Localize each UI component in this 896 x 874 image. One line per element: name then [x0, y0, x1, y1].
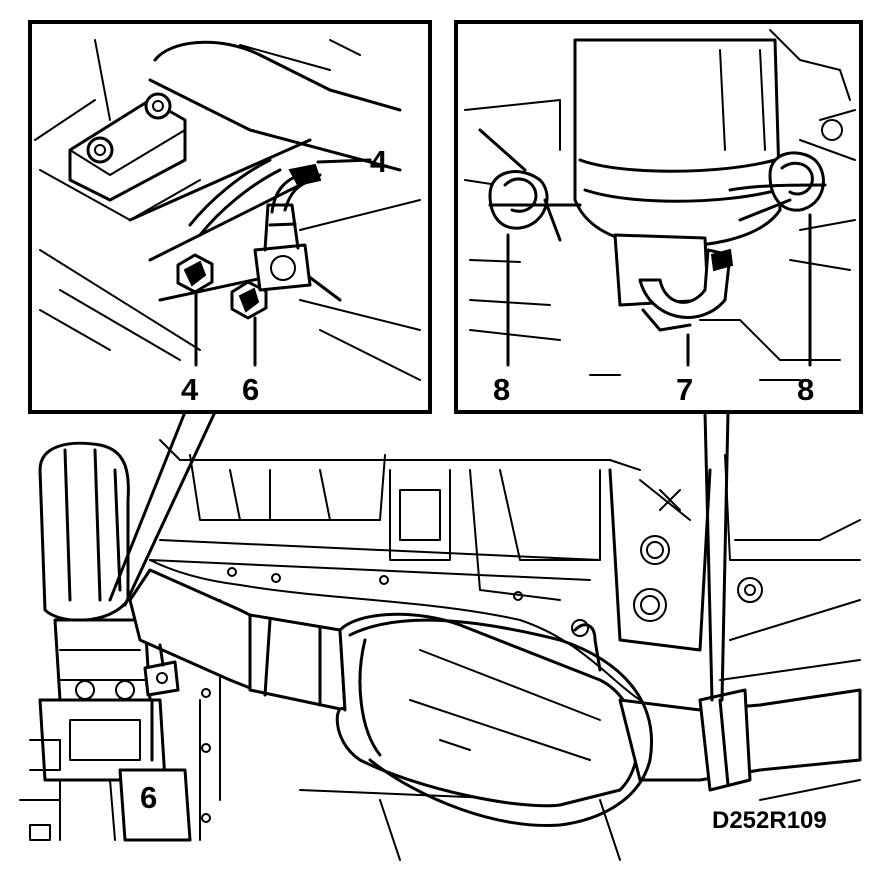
lambda-sensor-main [143, 643, 180, 697]
callout-4-bottom: 4 [181, 372, 199, 407]
main-view [19, 439, 862, 861]
inset-right-panel: 8 7 8 [454, 20, 863, 414]
callout-6-main: 6 [140, 780, 157, 815]
callout-7: 7 [676, 372, 693, 407]
rubber-hanger-8-left [478, 128, 582, 242]
callout-8-left: 8 [493, 372, 510, 407]
lambda-sensor-inset [253, 163, 322, 292]
chassis-background [149, 439, 861, 861]
manifold-housing [19, 441, 192, 842]
exhaust-pipe-catalytic-converter [128, 559, 862, 828]
clamp-7 [638, 248, 734, 332]
callout-8-right: 8 [797, 372, 814, 407]
bolt-6 [230, 280, 268, 320]
callout-6-inset: 6 [242, 372, 259, 407]
rubber-hanger-8-right [728, 151, 827, 222]
callout-4-top: 4 [370, 144, 388, 179]
leader-inset-left-4-top [316, 158, 372, 164]
bolt-4 [176, 253, 214, 294]
inset-connector-lines [108, 410, 730, 702]
figure-id: D252R109 [712, 807, 827, 834]
inset-left-panel: 4 4 6 [28, 20, 432, 414]
